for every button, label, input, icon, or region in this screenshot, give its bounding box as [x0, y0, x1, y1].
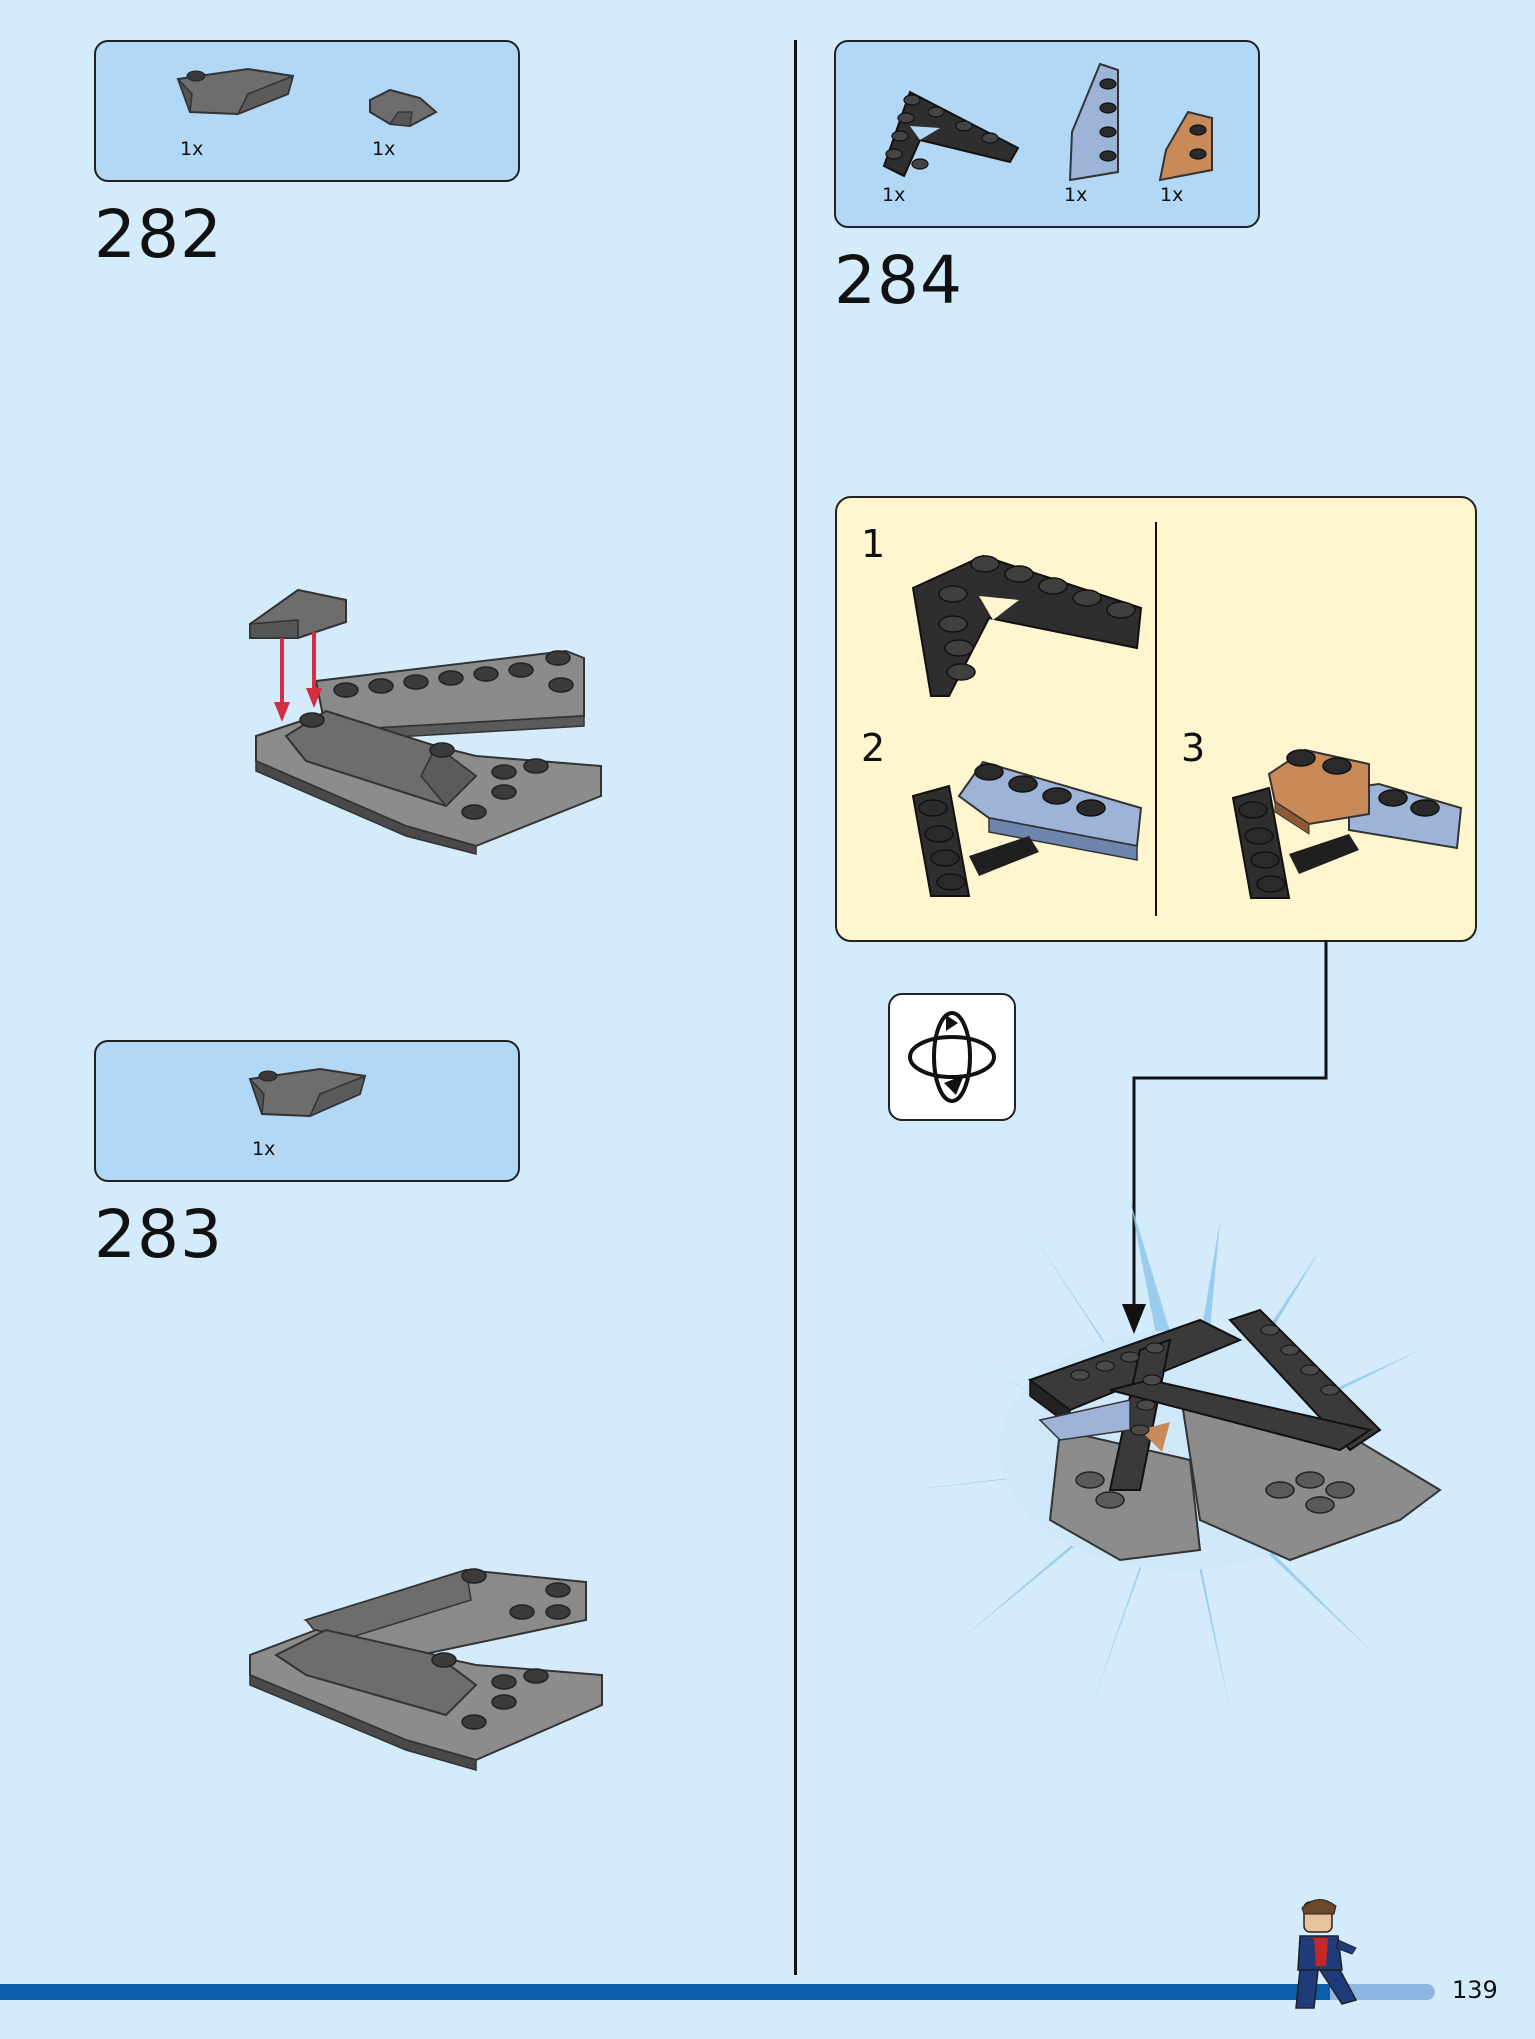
- part-qty: 1x: [180, 138, 204, 160]
- part-qty: 1x: [1064, 184, 1088, 206]
- wedge-part-icon: [248, 1067, 367, 1118]
- rotate-model-box: [888, 993, 1016, 1121]
- part-qty: 1x: [252, 1138, 276, 1160]
- page-number: 139: [1452, 1976, 1498, 2004]
- substep-2-illustration: [911, 760, 1143, 897]
- part-qty: 1x: [1160, 184, 1184, 206]
- parts-list-284: 1x 1x 1x: [834, 40, 1260, 228]
- rotate-model-icon: [908, 1011, 996, 1103]
- step-282-assembly-illustration: [249, 588, 602, 855]
- parts-list-282: 1x 1x: [94, 40, 520, 182]
- substep-number: 1: [861, 522, 886, 566]
- step-number: 284: [834, 242, 963, 319]
- part-qty: 1x: [882, 184, 906, 206]
- wedge-part-icon: [176, 67, 295, 116]
- slope-part-icon: [369, 88, 438, 128]
- step-number: 283: [94, 1196, 223, 1273]
- substep-number: 2: [861, 726, 886, 770]
- substep-panel: 1 2 3: [835, 496, 1477, 942]
- column-divider: [794, 40, 797, 1975]
- part-qty: 1x: [372, 138, 396, 160]
- parts-list-283: 1x: [94, 1040, 520, 1182]
- progress-bar-fill: [0, 1984, 1330, 2000]
- small-wedge-part-icon: [1158, 110, 1213, 182]
- wedge-plate-part-icon: [882, 90, 1020, 178]
- substep-1-illustration: [911, 554, 1143, 697]
- substep-divider: [1155, 522, 1157, 916]
- substep-3-illustration: [1231, 748, 1463, 899]
- minifigure-icon: [1295, 1899, 1358, 2009]
- wing-plate-part-icon: [1068, 62, 1119, 182]
- step-284-result-illustration: [910, 1200, 1442, 1710]
- step-number: 282: [94, 196, 223, 273]
- substep-number: 3: [1181, 726, 1206, 770]
- step-283-assembly-illustration: [249, 1568, 603, 1771]
